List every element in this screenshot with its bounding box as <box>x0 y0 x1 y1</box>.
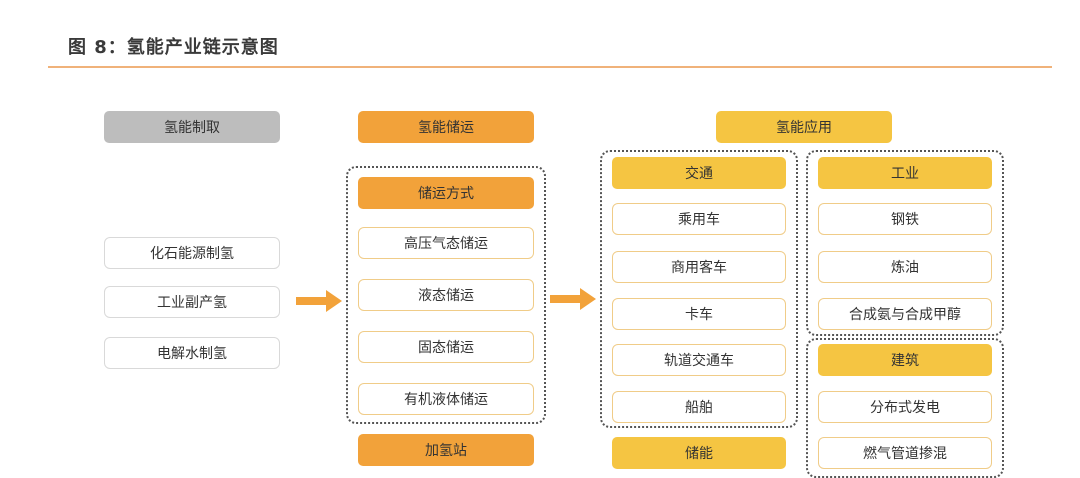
industry-group <box>806 150 1004 336</box>
storage-item: 液态储运 <box>358 279 534 311</box>
building-item: 燃气管道掺混 <box>818 437 992 469</box>
title-rule <box>48 66 1052 68</box>
building-header: 建筑 <box>818 344 992 376</box>
transport-item: 轨道交通车 <box>612 344 786 376</box>
application-header: 氢能应用 <box>716 111 892 143</box>
industry-item: 合成氨与合成甲醇 <box>818 298 992 330</box>
production-item: 化石能源制氢 <box>104 237 280 269</box>
industry-item: 钢铁 <box>818 203 992 235</box>
storage-item: 有机液体储运 <box>358 383 534 415</box>
arrow-right-icon <box>296 290 342 312</box>
transport-item: 乘用车 <box>612 203 786 235</box>
storage-item: 高压气态储运 <box>358 227 534 259</box>
storage-item: 固态储运 <box>358 331 534 363</box>
storage-header: 氢能储运 <box>358 111 534 143</box>
production-item: 工业副产氢 <box>104 286 280 318</box>
storage-subheader: 储运方式 <box>358 177 534 209</box>
figure-title: 图 8：氢能产业链示意图 <box>68 37 279 58</box>
transport-header: 交通 <box>612 157 786 189</box>
transport-item: 卡车 <box>612 298 786 330</box>
production-item: 电解水制氢 <box>104 337 280 369</box>
transport-item: 商用客车 <box>612 251 786 283</box>
industry-header: 工业 <box>818 157 992 189</box>
building-item: 分布式发电 <box>818 391 992 423</box>
production-header: 氢能制取 <box>104 111 280 143</box>
storage-footer: 加氢站 <box>358 434 534 466</box>
arrow-right-icon <box>550 288 596 310</box>
transport-group <box>600 150 798 428</box>
transport-item: 船舶 <box>612 391 786 423</box>
storage-methods-group <box>346 166 546 424</box>
energy-storage-header: 储能 <box>612 437 786 469</box>
industry-item: 炼油 <box>818 251 992 283</box>
